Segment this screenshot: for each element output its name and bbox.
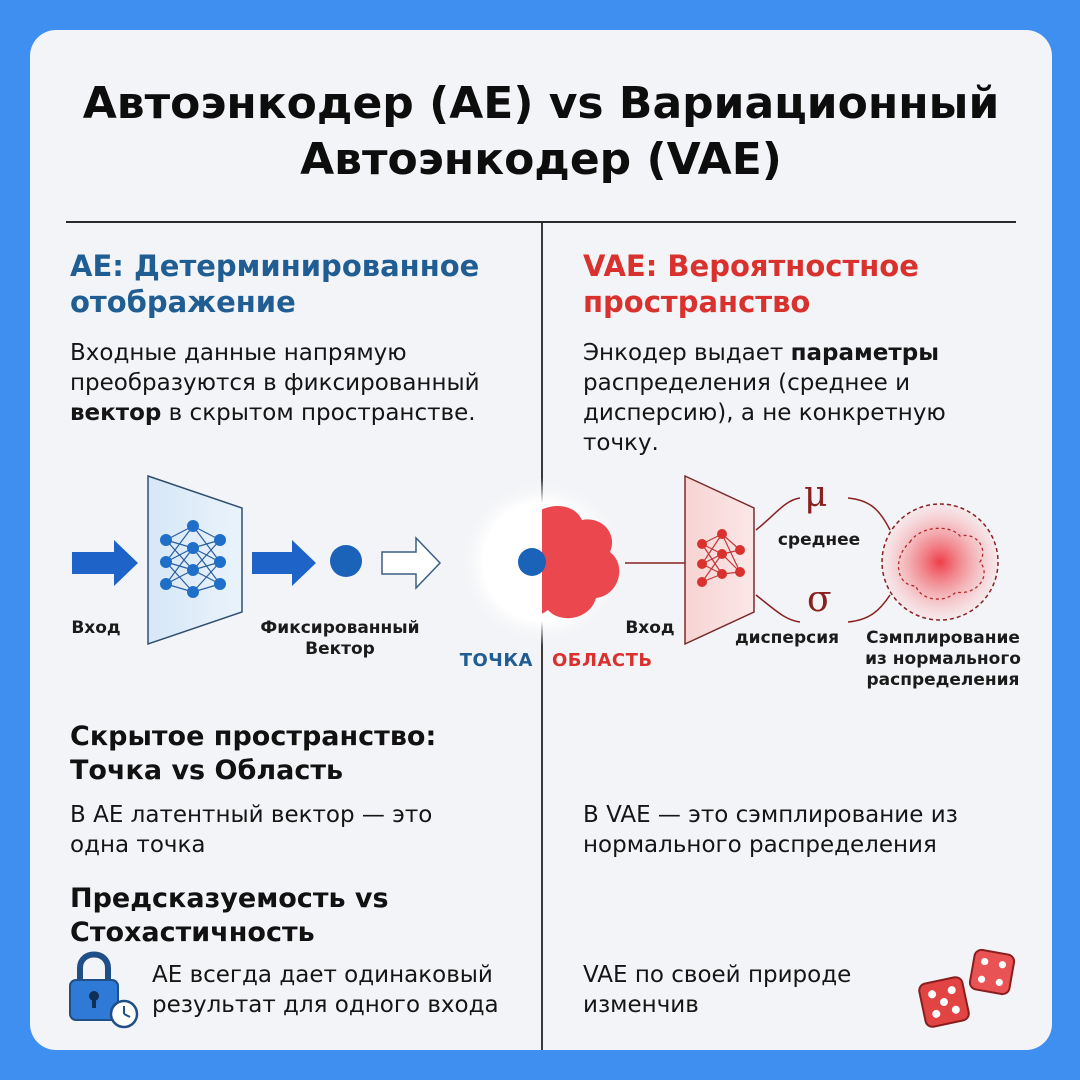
ae-vector-label-line-2: Вектор [305,639,375,659]
ae-heading: AE: Детерминированное отображение [70,248,479,320]
point-label: ТОЧКА [459,650,533,671]
ae-description: Входные данные напрямую преобразуются в … [70,338,480,428]
region-label: ОБЛАСТЬ [552,650,653,671]
vae-heading-line-1: VAE: Вероятностное [583,249,919,283]
vae-desc-line-1: Энкодер выдает параметры [583,338,946,368]
ae-input-label: Вход [71,618,121,638]
vae-heading-line-2: пространство [583,285,811,319]
page-title: Автоэнкодер (AE) vs Вариационный Автоэнк… [30,76,1052,188]
latent-vae-text: В VAE — это сэмплирование из нормального… [583,800,958,860]
sampling-label: Сэмплирование из нормального распределен… [850,628,1036,691]
predict-ae-text: AE всегда дает одинаковый результат для … [152,960,499,1020]
latent-heading: Скрытое пространство: Точка vs Область [70,720,436,788]
latent-ae-line-2: одна точка [70,832,206,858]
ae-desc-bold: вектор [70,400,162,426]
ae-vector-label-line-1: Фиксированный [260,618,420,638]
sampling-label-line-3: распределения [866,670,1020,690]
vae-desc-line-4: точку. [583,430,659,456]
predict-heading-line-2: Стохастичность [70,917,315,948]
latent-heading-line-2: Точка vs Область [70,755,344,786]
ae-vector-dot [330,545,362,577]
vae-branch-lines [755,497,891,623]
predict-heading-line-1: Предсказуемость vs [70,883,389,914]
dice-icon [918,948,1016,1028]
vae-encoder-icon [684,474,755,646]
vae-desc-bold: параметры [790,340,939,366]
predict-vae-text: VAE по своей природе изменчив [583,960,851,1020]
vae-desc-line-2: распределения (среднее и [583,370,911,396]
vae-desc-line-1-start: Энкодер выдает [583,340,791,366]
mu-label: среднее [777,530,861,550]
vae-description: Энкодер выдает параметры распределения (… [583,338,946,458]
lock-clock-icon [69,951,139,1029]
predict-vae-line-1: VAE по своей природе [583,962,852,988]
predict-vae-line-2: изменчив [583,992,699,1018]
ae-desc-line-3-rest: в скрытом пространстве. [161,400,476,426]
latent-vae-line-2: нормального распределения [583,832,937,858]
ae-desc-line-2: преобразуются в фиксированный [70,370,480,396]
diagram-graphics [69,474,1016,1029]
latent-ae-line-1: В AE латентный вектор — это [70,802,433,828]
latent-vae-line-1: В VAE — это сэмплирование из [583,802,958,828]
vae-input-label: Вход [625,618,675,638]
title-line-1: Автоэнкодер (AE) vs Вариационный [82,78,1000,129]
title-line-2: Автоэнкодер (VAE) [300,134,782,185]
sigma-label: дисперсия [734,628,840,648]
predict-heading: Предсказуемость vs Стохастичность [70,882,389,950]
ae-vector-label: Фиксированный Вектор [240,618,440,660]
ae-desc-line-3: вектор в скрытом пространстве. [70,398,480,428]
latent-heading-line-1: Скрытое пространство: [70,721,437,752]
mu-symbol: μ [804,474,828,515]
point-vs-region-icon [458,478,626,646]
vae-desc-line-3: дисперсию), а не конкретную [583,400,946,426]
ae-heading-line-1: AE: Детерминированное [70,249,480,283]
ae-output-arrow-icon [252,540,316,586]
latent-ae-text: В AE латентный вектор — это одна точка [70,800,432,860]
ae-heading-line-2: отображение [70,285,296,319]
sampling-distribution-icon [881,503,999,621]
sigma-symbol: σ [807,579,832,620]
sampling-label-line-2: из нормального [865,649,1021,669]
predict-ae-line-2: результат для одного входа [152,992,499,1018]
ae-encoder-icon [147,474,243,646]
header-divider [66,221,1016,223]
vae-heading: VAE: Вероятностное пространство [583,248,919,320]
ae-desc-line-1: Входные данные напрямую [70,340,407,366]
ae-input-arrow-icon [72,540,138,586]
sampling-label-line-1: Сэмплирование [866,628,1020,648]
ae-hollow-arrow-icon [381,536,442,590]
predict-ae-line-1: AE всегда дает одинаковый [152,962,493,988]
infographic-card: Автоэнкодер (AE) vs Вариационный Автоэнк… [30,30,1052,1050]
